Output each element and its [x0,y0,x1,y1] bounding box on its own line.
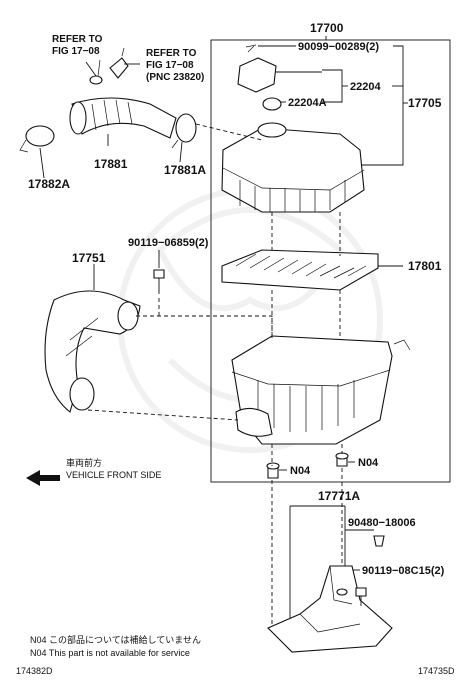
hose-clamp-17882A [19,125,55,153]
airflow-sensor-22204 [237,44,322,93]
part-label-90119-06859: 90119−06859(2) [128,237,209,249]
part-label-90480-18006: 90480−18006 [348,517,416,529]
part-label-90099-00289: 90099−00289(2) [298,41,379,53]
inlet-duct-17751 [44,290,141,413]
hose-clamp-17881A [171,113,197,149]
part-label-17881: 17881 [94,157,128,171]
filter-element-17801 [221,249,379,291]
clip-90480-18006 [373,535,385,547]
ref-label-2-line1: REFER TO [146,48,197,59]
bracket-17705 [360,45,404,166]
grommet-n04-left [266,462,280,479]
note-line-english: N04 This part is not available for servi… [30,648,190,658]
intake-hose-17881 [69,97,177,139]
bolt-90119-06859 [153,250,165,294]
diagram-code-right: 174735D [418,666,455,676]
part-label-17700: 17700 [310,21,344,35]
hose-small-ring [89,75,103,85]
part-label-17771A: 17771A [318,489,360,503]
leader-lines [39,36,374,640]
ref-label-1-line1: REFER TO [52,34,103,45]
assembly-box-17700 [210,39,451,483]
diagram-code-left: 174382D [16,666,53,676]
part-label-n04-left: N04 [290,465,311,477]
front-label-english: VEHICLE FRONT SIDE [66,470,161,480]
part-label-17801: 17801 [408,259,442,273]
part-label-90119-08C15: 90119−08C15(2) [362,565,445,577]
bracket-17771A [267,565,393,653]
o-ring-22204A [262,97,282,111]
part-label-22204: 22204 [350,81,381,93]
ref-label-1-line2: FIG 17−08 [52,46,100,57]
ref-label-2-line3: (PNC 23820) [146,72,204,83]
note-line-japanese: N04 この部品については補給していません [30,634,201,645]
air-cleaner-case [231,335,411,445]
part-label-17751: 17751 [72,251,106,265]
part-label-17705: 17705 [408,96,442,110]
part-label-22204A: 22204A [288,97,327,109]
part-label-17882A: 17882A [28,177,70,191]
ref-label-2-line2: FIG 17−08 [146,60,194,71]
grommet-n04-right [335,452,349,467]
front-label-japanese: 車両前方 [66,457,102,468]
air-cleaner-cover-17705 [221,122,365,213]
part-label-n04-right: N04 [358,457,379,469]
hose-small-part [109,57,129,79]
part-label-17881A: 17881A [164,163,206,177]
vehicle-front-arrow-icon [26,470,60,486]
bolt-90119-08C15 [355,587,367,606]
